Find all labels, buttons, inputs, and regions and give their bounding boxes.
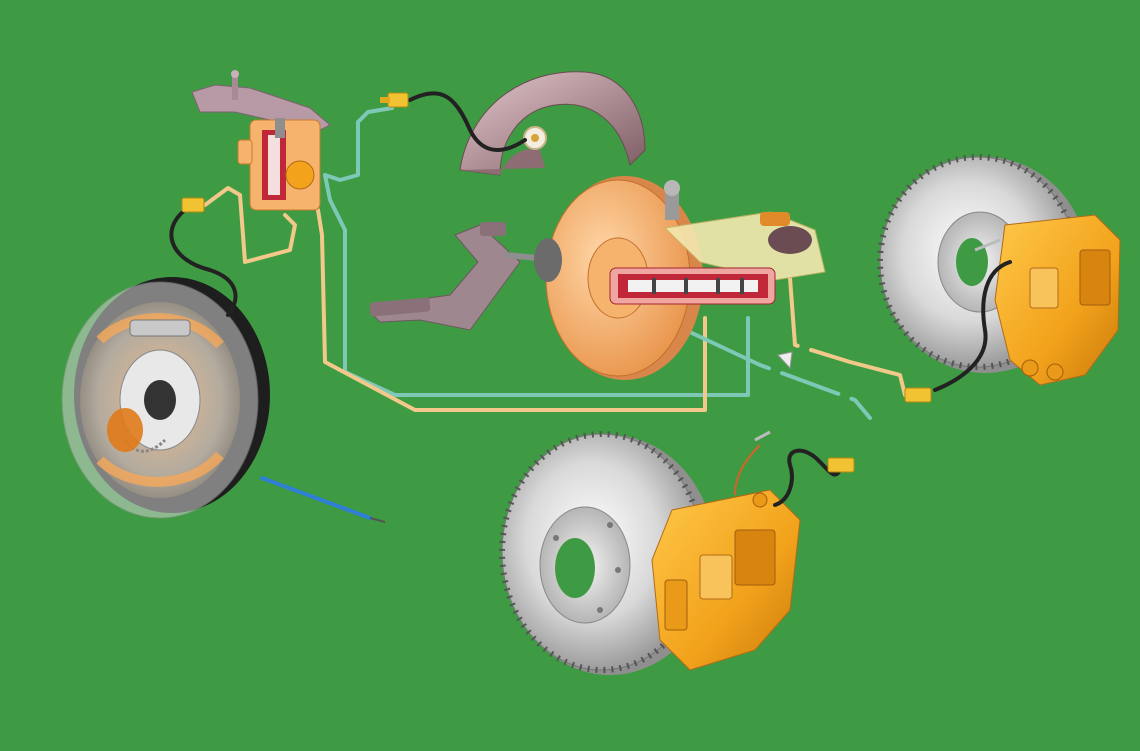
brake-line-tan-front <box>788 276 907 397</box>
brake-lines <box>203 106 907 420</box>
brake-line-tan-rear <box>316 208 707 412</box>
fluid-reservoir <box>663 211 826 281</box>
master-cylinder <box>609 267 776 305</box>
rear-wheel-arch <box>459 71 646 176</box>
hose-drum <box>169 208 238 317</box>
front-right-disc-brake <box>877 154 1121 403</box>
hose-arch <box>408 91 527 152</box>
fitting-front-right <box>904 387 932 403</box>
brake-pedal <box>369 222 561 331</box>
fitting-arch <box>380 92 409 108</box>
brake-line-tan-drum <box>203 186 297 264</box>
front-left-disc-brake <box>499 430 855 675</box>
rear-drum-brake <box>61 277 270 519</box>
pressure-regulator-valve <box>237 118 321 211</box>
fitting-front-left <box>827 457 855 473</box>
small-bracket <box>777 351 793 370</box>
brake-line-teal-arch <box>323 106 394 182</box>
caliper-left <box>651 489 801 671</box>
handbrake-cable <box>260 476 372 520</box>
hose-front-left <box>773 448 842 507</box>
caliper-right <box>994 214 1121 386</box>
fitting-drum <box>181 197 205 213</box>
brake-line-teal-front <box>658 316 872 420</box>
hose-front-right <box>933 260 1012 392</box>
